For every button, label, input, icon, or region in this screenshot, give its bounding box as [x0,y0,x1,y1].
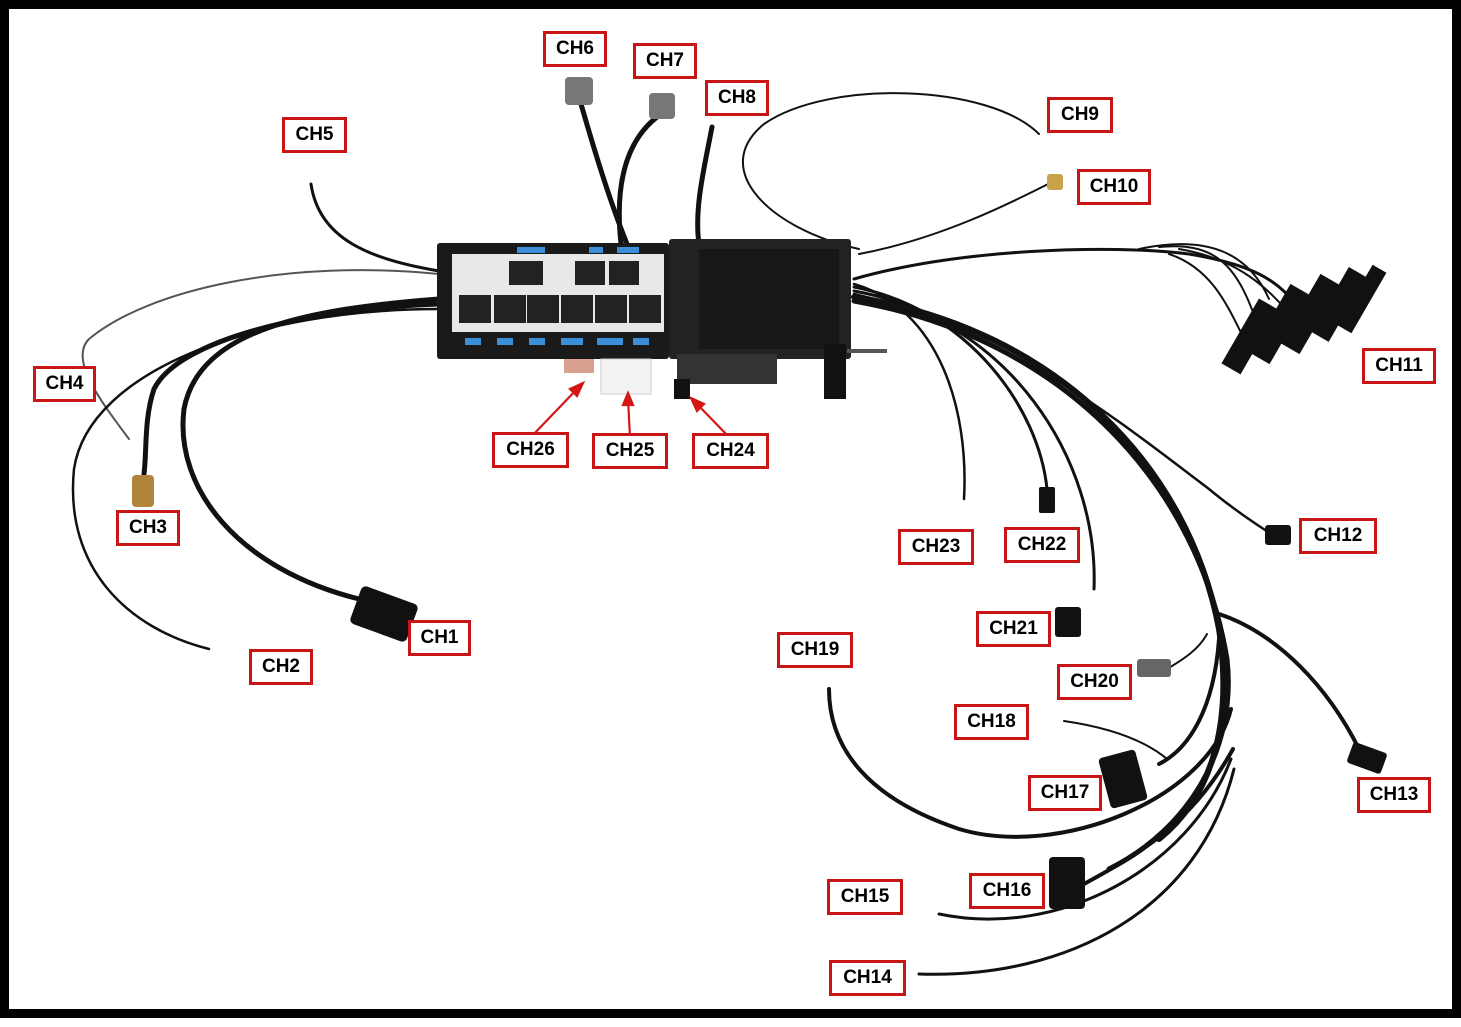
connector-ch21 [1055,607,1081,637]
harness-wires [71,92,1361,976]
label-ch2: CH2 [249,649,313,685]
label-ch9: CH9 [1047,97,1113,133]
wire-ch10 [858,180,1055,255]
wire-ch16 [1082,747,1235,886]
wire-ch11-a [852,247,1301,311]
connector-ch22 [1039,487,1055,513]
connectors [132,77,1387,909]
label-ch4: CH4 [33,366,96,402]
label-ch11: CH11 [1362,348,1436,384]
wire-ch12 [852,292,1273,536]
label-ch23: CH23 [898,529,974,565]
label-ch12: CH12 [1299,518,1377,554]
label-ch8: CH8 [705,80,769,116]
relay-row-bottom [459,295,661,323]
relay-row-top [509,261,639,285]
label-ch10: CH10 [1077,169,1151,205]
wire-trunk-b [851,298,1231,872]
module-lower-connectors [564,358,652,395]
wire-ch4 [81,269,440,440]
wire-ch7 [616,114,660,247]
wire-ch9-loop [741,92,1040,250]
connector-ch3 [132,475,154,507]
pointer-arrows [530,380,730,438]
label-ch14: CH14 [829,960,906,996]
wire-ch15 [937,757,1233,921]
connector-ch16 [1049,857,1085,909]
label-ch17: CH17 [1028,775,1102,811]
label-ch15: CH15 [827,879,903,915]
connector-ch12 [1265,525,1291,545]
label-ch20: CH20 [1057,664,1132,700]
label-ch22: CH22 [1004,527,1080,563]
wire-ch1 [180,296,442,602]
wire-ch18 [1063,720,1168,760]
connector-ch6 [565,77,593,105]
label-ch19: CH19 [777,632,853,668]
wire-ch14 [917,767,1236,976]
wire-ch17 [1157,637,1221,766]
label-ch6: CH6 [543,31,607,67]
label-ch7: CH7 [633,43,697,79]
label-ch24: CH24 [692,433,769,469]
connector-ch11 [1221,264,1387,375]
label-ch26: CH26 [492,432,569,468]
label-ch16: CH16 [969,873,1045,909]
label-ch25: CH25 [592,433,668,469]
wire-ch8 [695,124,715,247]
label-ch5: CH5 [282,117,347,153]
label-ch1: CH1 [408,620,471,656]
module-leds [465,247,649,345]
label-ch18: CH18 [954,704,1029,740]
wire-ch20 [1166,633,1208,670]
wire-ch19 [827,687,1233,839]
wiring-harness-photo [71,77,1387,976]
power-distribution-module [437,239,887,399]
connector-ch7 [649,93,675,119]
connector-ch17 [1098,749,1148,809]
connector-ch1 [350,586,418,642]
label-ch13: CH13 [1357,777,1431,813]
wire-ch22 [852,285,1049,491]
wire-ch5 [309,182,441,273]
label-ch3: CH3 [116,510,180,546]
label-ch21: CH21 [976,611,1051,647]
module-right-block [674,249,887,399]
wire-ch3 [141,301,442,477]
connector-ch10 [1047,174,1063,190]
wire-ch13 [1217,612,1361,751]
connector-ch13 [1347,742,1387,774]
connector-ch20 [1137,659,1171,677]
